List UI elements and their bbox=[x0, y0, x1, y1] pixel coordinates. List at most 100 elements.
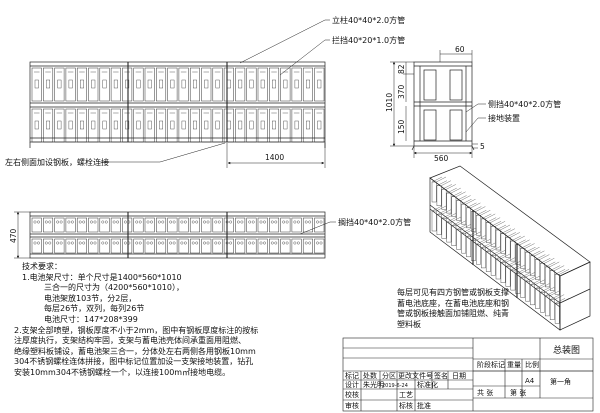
plan-cell bbox=[43, 217, 54, 233]
battery-cell bbox=[167, 67, 178, 102]
battery-cell bbox=[223, 108, 234, 143]
dim-side-height: 1010 bbox=[385, 93, 394, 112]
plan-cell bbox=[246, 238, 257, 254]
tb-c-zone: 分区 bbox=[382, 371, 396, 380]
battery-cell bbox=[291, 108, 302, 143]
battery-cell bbox=[133, 67, 144, 102]
iso-cell bbox=[490, 221, 506, 247]
plan-cell bbox=[257, 238, 268, 254]
plan-cell bbox=[235, 238, 246, 254]
plan-cell bbox=[76, 217, 87, 233]
dim-plan-depth: 470 bbox=[9, 228, 18, 243]
support-description: 每层可见有四方钢管或钢板支撑 蓄电池底座，在蓄电池底座和钢 管或钢板接触面加铺阻… bbox=[397, 288, 575, 330]
notes-line-1: 1.电池架尺寸：单个尺寸是1400*560*1010 bbox=[22, 272, 182, 282]
plan-cell bbox=[314, 238, 325, 254]
plan-cell bbox=[291, 217, 302, 233]
iso-cell bbox=[495, 224, 511, 251]
plan-cell bbox=[31, 238, 42, 254]
notes-heading: 技术要求： bbox=[22, 262, 62, 271]
plan-cell bbox=[122, 217, 133, 233]
notes-line-8: 绝缘塑料板铺设，蓄电池架三合一，分体处左右两侧各用钢板10mm bbox=[14, 346, 256, 356]
desc-line-3: 管或钢板接触面加铺阻燃、纯青 bbox=[397, 309, 509, 319]
callout-side-plate: 左右侧面加设钢板，螺栓连接 bbox=[5, 157, 109, 167]
tb-c-approve: 批准 bbox=[417, 401, 431, 410]
iso-cell bbox=[545, 290, 560, 317]
iso-cell bbox=[466, 231, 481, 258]
dim-370: 370 bbox=[397, 84, 406, 99]
tb-c-check: 校核 bbox=[345, 390, 359, 399]
battery-cell bbox=[43, 67, 54, 102]
iso-cell bbox=[441, 213, 456, 239]
plan-cell bbox=[54, 238, 65, 254]
plan-cell bbox=[76, 238, 87, 254]
iso-cell bbox=[505, 232, 520, 258]
battery-cell bbox=[269, 67, 280, 102]
iso-cell bbox=[451, 220, 466, 246]
battery-cell bbox=[212, 67, 223, 102]
battery-cell bbox=[54, 108, 65, 143]
plan-cell bbox=[189, 238, 200, 254]
iso-cell bbox=[545, 261, 560, 288]
tb-c-design: 设计 bbox=[345, 380, 359, 389]
iso-cell bbox=[520, 243, 535, 269]
plan-cell bbox=[280, 238, 291, 254]
iso-cell bbox=[431, 176, 447, 203]
dim-side-depth: 560 bbox=[434, 154, 449, 163]
technical-notes: 技术要求： 1.电池架尺寸：单个尺寸是1400*560*1010 三合一的尺寸为… bbox=[14, 262, 339, 379]
side-view bbox=[411, 61, 475, 151]
plan-cell bbox=[212, 217, 223, 233]
battery-cell bbox=[88, 108, 99, 143]
iso-cell bbox=[481, 213, 496, 240]
battery-cell bbox=[178, 67, 189, 102]
battery-cell bbox=[280, 108, 291, 143]
tb-c-std: 标准化 bbox=[417, 380, 438, 389]
tb-c-review: 标核 bbox=[399, 401, 413, 410]
plan-cell bbox=[110, 217, 121, 233]
iso-cell bbox=[466, 202, 481, 229]
battery-cell bbox=[235, 67, 246, 102]
iso-cell bbox=[456, 195, 471, 221]
iso-cell bbox=[476, 239, 491, 265]
battery-cell bbox=[88, 67, 99, 102]
plan-cell bbox=[54, 217, 65, 233]
plan-cell bbox=[201, 238, 212, 254]
plan-cell bbox=[167, 238, 178, 254]
battery-cell bbox=[31, 67, 42, 102]
battery-cell bbox=[269, 108, 280, 143]
iso-cell bbox=[446, 216, 461, 243]
plan-cell bbox=[65, 217, 76, 233]
tb-sheet-no: 第 张 bbox=[510, 388, 526, 397]
battery-cell bbox=[178, 108, 189, 143]
iso-cell bbox=[510, 235, 525, 262]
iso-cell bbox=[456, 224, 471, 250]
battery-cell bbox=[212, 108, 223, 143]
dim-gap: 5 bbox=[480, 142, 485, 151]
plan-cell bbox=[122, 238, 133, 254]
plan-cell bbox=[291, 238, 302, 254]
iso-cell bbox=[485, 246, 501, 272]
battery-cell bbox=[235, 108, 246, 143]
plan-dimension bbox=[14, 211, 336, 259]
iso-cell bbox=[461, 198, 476, 225]
plan-cell bbox=[223, 238, 234, 254]
battery-cell bbox=[99, 67, 110, 102]
battery-cell bbox=[223, 67, 234, 102]
notes-line-4: 每层26节，双列，每列26节 bbox=[44, 304, 145, 314]
notes-line-7: 注厚度执行，支架结构牢固，支架与蓄电池壳体间承重面用阻燃、 bbox=[14, 336, 246, 346]
callout-bottom-bar: 搁挡40*40*2.0方管 bbox=[338, 217, 411, 227]
plan-cell bbox=[31, 217, 42, 233]
tb-c-change-no: 更改文件号 bbox=[398, 371, 433, 380]
iso-cell bbox=[525, 246, 540, 273]
iso-cell bbox=[431, 205, 447, 232]
tb-weight: 重量 bbox=[507, 361, 521, 369]
desc-line-2: 蓄电池底座，在蓄电池底座和钢 bbox=[397, 298, 509, 308]
battery-cell bbox=[133, 108, 144, 143]
plan-cell bbox=[99, 217, 110, 233]
plan-cell bbox=[246, 217, 257, 233]
tb-c-count: 处数 bbox=[363, 371, 377, 380]
iso-cell bbox=[441, 184, 456, 210]
battery-cell bbox=[43, 108, 54, 143]
tb-c-date-val: 2019-6-24 bbox=[382, 383, 408, 389]
